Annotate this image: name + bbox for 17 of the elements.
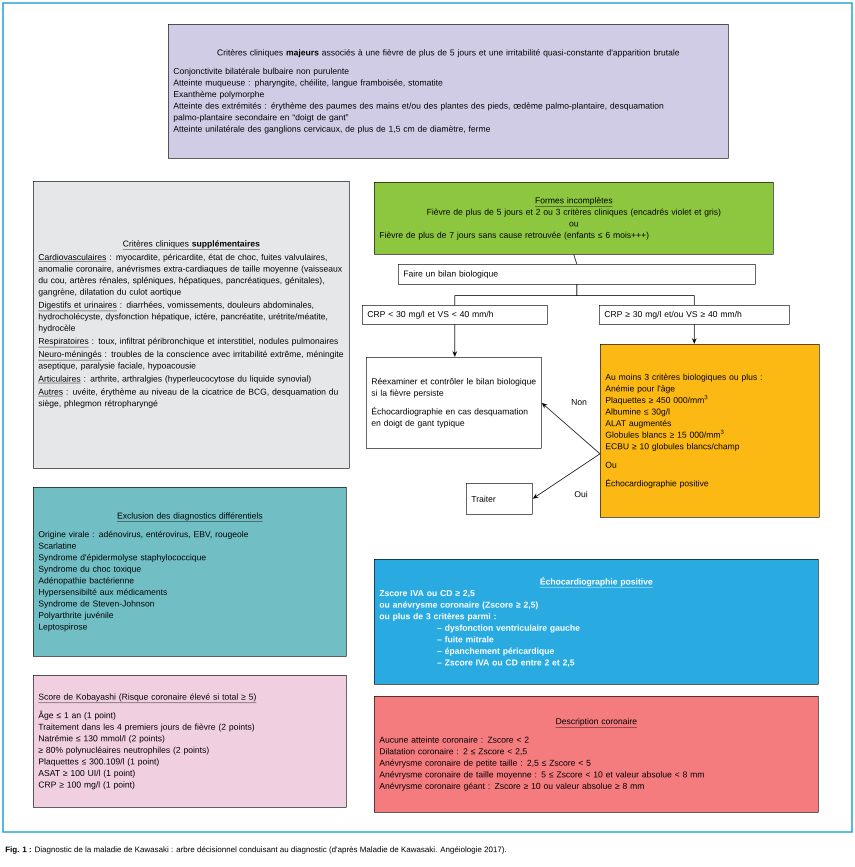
condition-box: CRP ≥ 30 mg/l et/ou VS ≥ 40 mm/h — [599, 305, 790, 325]
condition-box: CRP < 30 mg/l et VS < 40 mm/h — [362, 305, 548, 325]
criteria-box: Critères cliniques supplémentaires Cardiovasculaires : myocardite, péricardite, état de choc, fuites valvulaires, anomalie coronaire, anévrismes extra-cardiaques de taille moyenne (vaisseaux du cou, artères rénales, spléniques, hépatiques, pancréatiques, génitales), gangrène, dilatation du culot aortique Digestifs et urinaires : diarrhées, vomissements, douleurs abdominales, hydrocholécyste, dysfonction hépatique, ictère, pancréatite, urétrite/méatite, hydrocèle Respiratoires : toux, infiltrat péribronchique et interstitiel, nodules pulmonaires Neuro-méningés : troubles de la conscience avec irritabilité extrême, méningite aseptique, paralysie faciale, hypoacousie Articulaires : arthrite, arthralgies (hyperleucocytose du liquide synovial) Autres : uvéite, érythème au niveau de la cicatrice de BCG, desquamation du siège, phlegmon rétropharyngé — [33, 181, 350, 469]
edge-label: Oui — [573, 490, 589, 498]
info-box: Score de Kobayashi (Risque coronaire élevé si total ≥ 5) Âge ≤ 1 an (1 point) Traitement dans les 4 premiers jours de fièvre (2 points) Natrémie ≤ 130 mmol/l (2 points) ≥ 80% polynucléaires neutrophiles (2 points) Plaquettes ≤ 300.109/l (1 point) ASAT ≥ 100 UI/l (1 point) CRP ≥ 100 mg/l (1 point) — [33, 675, 347, 808]
process-box: Faire un bilan biologique — [398, 264, 756, 285]
criteria-box: Critères cliniques majeurs associés à une fièvre de plus de 5 jours et une irritabilité quasi-constante d'apparition brutale Conjonctivite bilatérale bulbaire non purulente Atteinte muqueuse : pharyngite, chéilite, langue framboisée, stomatite Exanthème polymorphe Atteinte des extrémités : érythème des paumes des mains et/ou des plantes des pieds, œdème palmo-plantaire, desquamation palmo-plantaire secondaire en “doigt de gant” Atteinte unilatérale des ganglions cervicaux, de plus de 1,5 cm de diamètre, ferme — [168, 24, 729, 159]
process-box: Réexaminer et contrôler le bilan biologique si la fièvre persiste Échocardiographie en cas desquamation en doigt de gant typique — [366, 357, 542, 449]
criteria-box: Formes incomplètes Fièvre de plus de 5 jours et 2 ou 3 critères cliniques (encadrés violet et gris) ou Fièvre de plus de 7 jours sans cause retrouvée (enfants ≤ 6 mois+++) — [374, 182, 774, 255]
info-box: Exclusion des diagnostics différentiels Origine virale : adénovirus, entérovirus, EBV, rougeole Scarlatine Syndrome d'épidermolyse staphylococcique Syndrome du choc toxique Adénopathie bactérienne Hypersensibilté aux médicaments Syndrome de Steven-Johnson Polyarthrite juvénile Leptospirose — [33, 487, 347, 657]
connector-line — [576, 284, 695, 306]
connector-line — [573, 254, 578, 264]
process-box: Traiter — [466, 483, 533, 515]
info-box: Description coronaire Aucune atteinte coronaire : Zscore < 2 Dilatation coronaire : 2 ≤ Zscore < 2,5 Anévrysme coronaire de petite taille : 2,5 ≤ Zscore < 5 Anévrysme coronaire de taille moyenne : 5 ≤ Zscore < 10 et valeur absolue < 8 mm Anévrysme coronaire géant : Zscore ≥ 10 ou valeur absolue ≥ 8 mm — [374, 696, 819, 813]
edge-label: Non — [570, 398, 588, 406]
criteria-box: Au moins 3 critères biologiques ou plus : Anémie pour l'âge Plaquettes ≥ 450 000/mm$^{3}$ Albumine ≤ 30g/l ALAT augmentés Globules blancs ≥ 15 000/mm$^{3}$ ECBU ≥ 10 globules blancs/champ Ou Échocardiographie positive — [600, 344, 820, 518]
info-box: Échocardiographie positive Zscore IVA ou CD ≥ 2,5 ou anévrysme coronaire (Zscore ≥ 2,5) ou plus de 3 critères parmi : – dysfonction ventriculaire gauche – fuite mitrale – épanchement péricardique – Zscore IVA ou CD entre 2 et 2,5 — [374, 559, 819, 685]
